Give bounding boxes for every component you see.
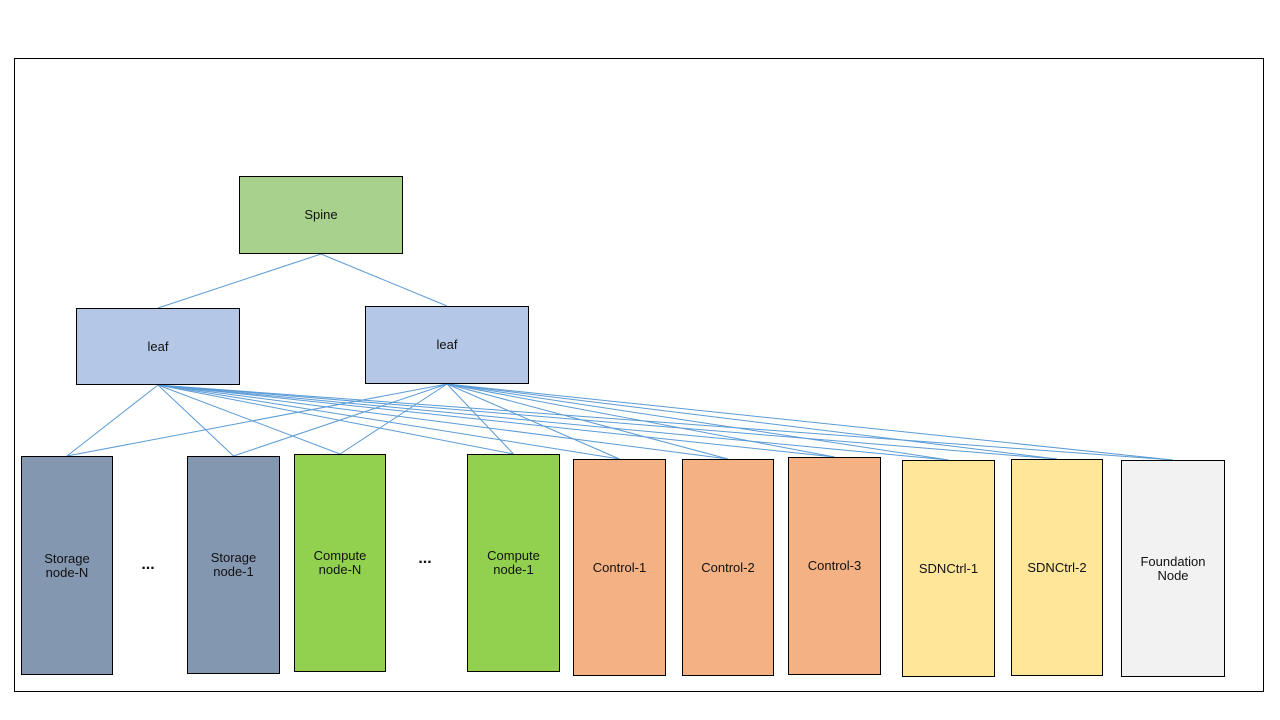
storage-ellipsis: ... [141, 556, 155, 573]
leaf-node-link [66, 384, 159, 457]
leaf-node-link [446, 383, 1174, 461]
leaf-node-link [446, 383, 949, 461]
leaf-node-link [446, 383, 514, 455]
leaf-node-link [157, 384, 729, 460]
storage-node-1: Storage node-1 [187, 456, 280, 674]
leaf-node-link [157, 384, 234, 457]
diagram-frame [14, 58, 1264, 692]
leaf-node-link [157, 384, 835, 458]
compute-ellipsis: ... [418, 550, 432, 567]
leaf-node-link [157, 384, 949, 461]
leaf-node-link [66, 383, 448, 457]
foundation-node: Foundation Node [1121, 460, 1225, 677]
leaf-node-link [446, 383, 620, 460]
control-node-1: Control-1 [573, 459, 666, 676]
leaf-node-link [233, 383, 448, 457]
sdn-controller-1: SDNCtrl-1 [902, 460, 995, 677]
spine-leaf-link [320, 253, 448, 307]
leaf-node-link [157, 384, 341, 455]
leaf-switch-1: leaf [76, 308, 240, 385]
leaf-node-link [446, 383, 835, 458]
control-node-3: Control-3 [788, 457, 881, 675]
spine-switch: Spine [239, 176, 403, 254]
leaf-node-link [157, 384, 1058, 460]
sdn-controller-2: SDNCtrl-2 [1011, 459, 1103, 676]
leaf-node-link [157, 384, 514, 455]
leaf-node-link [446, 383, 1058, 460]
compute-node-n: Compute node-N [294, 454, 386, 672]
storage-node-n: Storage node-N [21, 456, 113, 675]
spine-leaf-link [157, 253, 322, 309]
leaf-node-link [339, 383, 448, 455]
control-node-2: Control-2 [682, 459, 774, 676]
leaf-node-link [446, 383, 729, 460]
leaf-switch-2: leaf [365, 306, 529, 384]
compute-node-1: Compute node-1 [467, 454, 560, 672]
leaf-node-link [157, 384, 1174, 461]
